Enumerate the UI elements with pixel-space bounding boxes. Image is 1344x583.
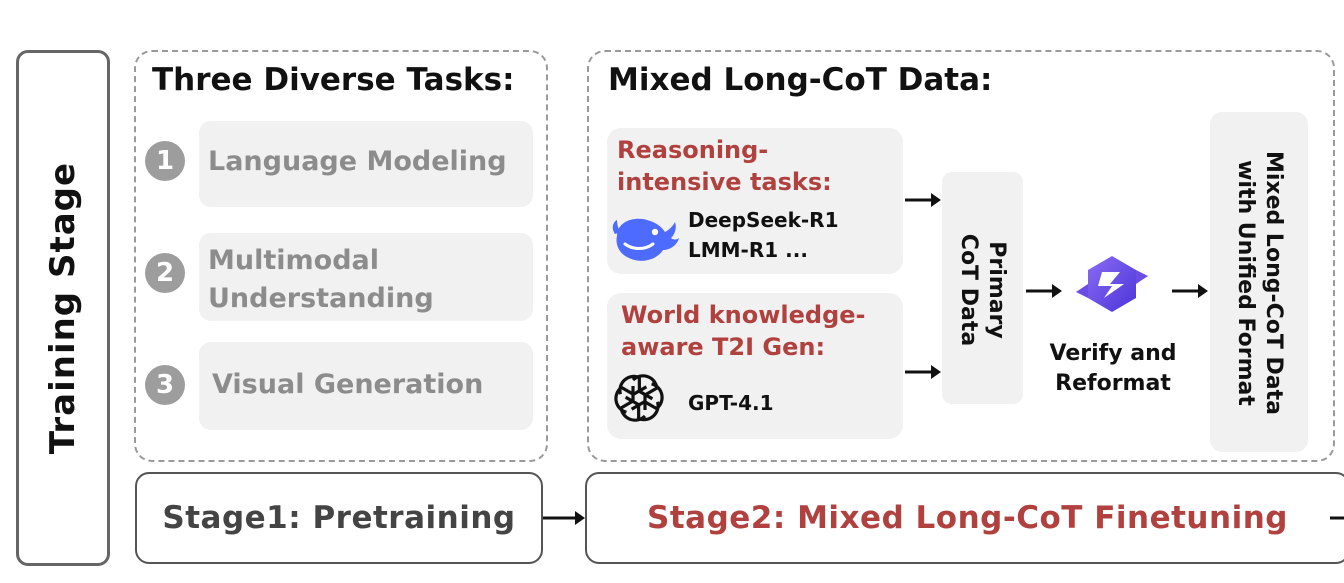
unified-label-line: Mixed Long-CoT Data	[1261, 150, 1286, 416]
stage1-label: Stage1: Pretraining	[162, 500, 516, 536]
reasoning-model-list: DeepSeek-R1 LMM-R1 ...	[688, 205, 839, 265]
unified-format-card	[1210, 112, 1308, 452]
arrow-reasoning-to-primary	[905, 193, 941, 207]
reasoning-title-line: intensive tasks:	[617, 168, 832, 196]
model-name-deepseek-r1: DeepSeek-R1	[688, 208, 839, 232]
tasks-title: Three Diverse Tasks:	[152, 62, 515, 98]
model-name-gpt-4-1: GPT-4.1	[688, 391, 774, 415]
stage2-box: Stage2: Mixed Long-CoT Finetuning	[585, 472, 1344, 564]
reasoning-title-line: Reasoning-	[617, 136, 769, 164]
arrow-world-to-primary	[905, 365, 941, 379]
task-card-visual-generation	[199, 342, 533, 430]
stage1-box: Stage1: Pretraining	[135, 472, 543, 564]
deepseek-whale-icon	[612, 218, 679, 261]
task-card-multimodal-understanding	[199, 233, 533, 321]
arrow-stage1-to-stage2	[543, 511, 585, 525]
verify-label-line: Reformat	[1055, 371, 1171, 396]
task-label-line: Understanding	[208, 283, 434, 314]
task-number-badge: 2	[145, 253, 185, 293]
reasoning-source-title: Reasoning- intensive tasks:	[617, 134, 832, 198]
model-name-lmm-r1: LMM-R1 ...	[688, 238, 808, 262]
task-label-multimodal-understanding: Multimodal Understanding	[208, 242, 434, 318]
world-model-list: GPT-4.1	[688, 388, 774, 418]
qwen-icon	[1076, 256, 1148, 312]
task-label-line: Multimodal	[208, 245, 379, 276]
training-stage-box	[16, 50, 110, 566]
world-knowledge-source-title: World knowledge- aware T2I Gen:	[621, 299, 866, 363]
task-card-language-modeling	[199, 121, 533, 207]
verify-label-line: Verify and	[1049, 341, 1177, 366]
primary-cot-data-card	[942, 172, 1023, 404]
training-stage-label: Training Stage	[43, 161, 83, 455]
primary-label-line: CoT Data	[956, 233, 981, 347]
stage2-label: Stage2: Mixed Long-CoT Finetuning	[647, 500, 1288, 536]
unified-label-line: with Unified Format	[1233, 160, 1258, 406]
task-label-visual-generation: Visual Generation	[212, 369, 484, 400]
arrow-primary-to-verify	[1026, 284, 1062, 298]
task-number-badge: 3	[145, 365, 185, 405]
verify-reformat-label: Verify and Reformat	[1050, 339, 1177, 399]
primary-label-line: Primary	[984, 241, 1009, 339]
task-label-language-modeling: Language Modeling	[208, 146, 507, 177]
arrow-stage2-continue	[1330, 516, 1344, 520]
unified-format-label: Mixed Long-CoT Data with Unified Format	[1231, 151, 1287, 415]
world-title-line: aware T2I Gen:	[621, 333, 826, 361]
arrow-verify-to-unified	[1172, 284, 1208, 298]
mixed-data-title: Mixed Long-CoT Data:	[608, 62, 993, 98]
task-number-badge: 1	[145, 141, 185, 181]
world-title-line: World knowledge-	[621, 301, 866, 329]
openai-icon	[614, 374, 664, 422]
primary-cot-data-label: Primary CoT Data	[954, 234, 1010, 346]
